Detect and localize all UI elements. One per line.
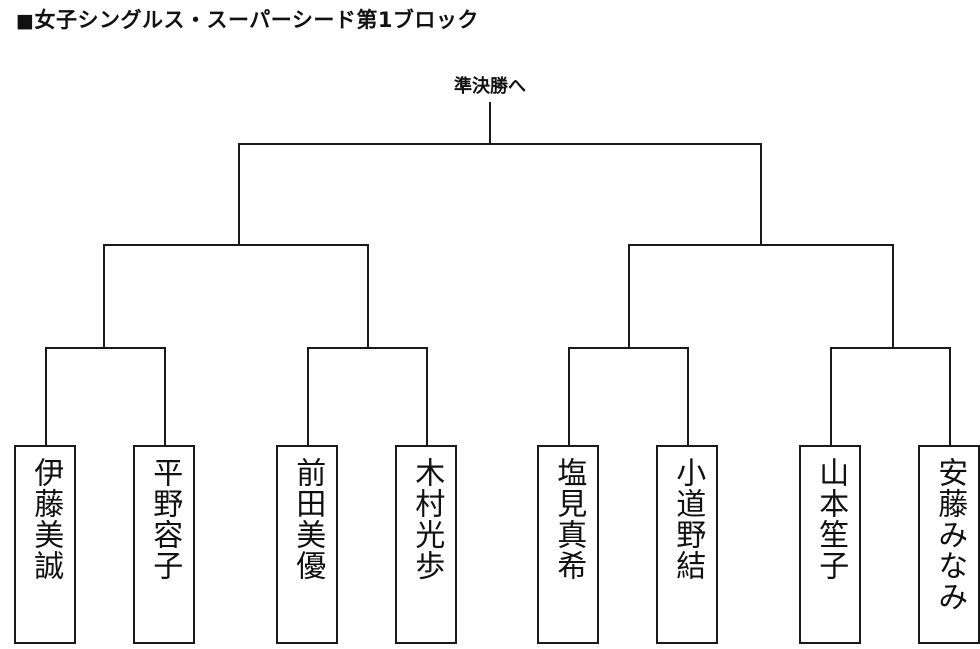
match-3-bottom-stem-line: [687, 347, 689, 445]
page-title-text: 女子シングルス・スーパーシード第1ブロック: [34, 8, 479, 32]
match-1-connector-line: [45, 347, 165, 349]
quarterfinal-left-connector-line: [103, 244, 369, 246]
match-3-connector-line: [568, 347, 688, 349]
match-4-connector-line: [830, 347, 950, 349]
player-box-6[interactable]: 小道野結: [656, 445, 718, 644]
final-right-drop-line: [760, 143, 762, 244]
quarterfinal-left-b-drop-line: [367, 244, 369, 347]
player-name-6: 小道野結: [670, 457, 706, 581]
player-name-5: 塩見真希: [551, 457, 587, 581]
player-name-3: 前田美優: [290, 457, 326, 581]
player-name-7: 山本笙子: [813, 457, 849, 581]
player-box-8[interactable]: 安藤みなみ: [918, 445, 980, 644]
match-1-top-stem-line: [45, 347, 47, 445]
player-name-4: 木村光歩: [409, 457, 445, 581]
player-box-7[interactable]: 山本笙子: [799, 445, 861, 644]
match-2-connector-line: [307, 347, 427, 349]
match-2-bottom-stem-line: [426, 347, 428, 445]
advances-to-label: 準決勝へ: [454, 76, 526, 97]
final-left-drop-line: [238, 143, 240, 244]
player-name-2: 平野容子: [147, 457, 183, 581]
final-stem-line: [489, 102, 491, 144]
quarterfinal-left-a-drop-line: [103, 244, 105, 347]
player-box-3[interactable]: 前田美優: [276, 445, 338, 644]
player-box-4[interactable]: 木村光歩: [395, 445, 457, 644]
match-4-bottom-stem-line: [949, 347, 951, 445]
final-connector-line: [238, 143, 762, 145]
quarterfinal-right-connector-line: [628, 244, 894, 246]
match-2-top-stem-line: [307, 347, 309, 445]
match-1-bottom-stem-line: [164, 347, 166, 445]
player-name-8: 安藤みなみ: [932, 457, 968, 612]
match-4-top-stem-line: [830, 347, 832, 445]
page-title: ■女子シングルス・スーパーシード第1ブロック: [16, 4, 479, 34]
player-name-1: 伊藤美誠: [28, 457, 64, 581]
quarterfinal-right-a-drop-line: [628, 244, 630, 347]
match-3-top-stem-line: [568, 347, 570, 445]
player-box-2[interactable]: 平野容子: [133, 445, 195, 644]
player-box-1[interactable]: 伊藤美誠: [14, 445, 76, 644]
player-box-5[interactable]: 塩見真希: [537, 445, 599, 644]
bullet-icon: ■: [16, 10, 35, 32]
quarterfinal-right-b-drop-line: [892, 244, 894, 347]
